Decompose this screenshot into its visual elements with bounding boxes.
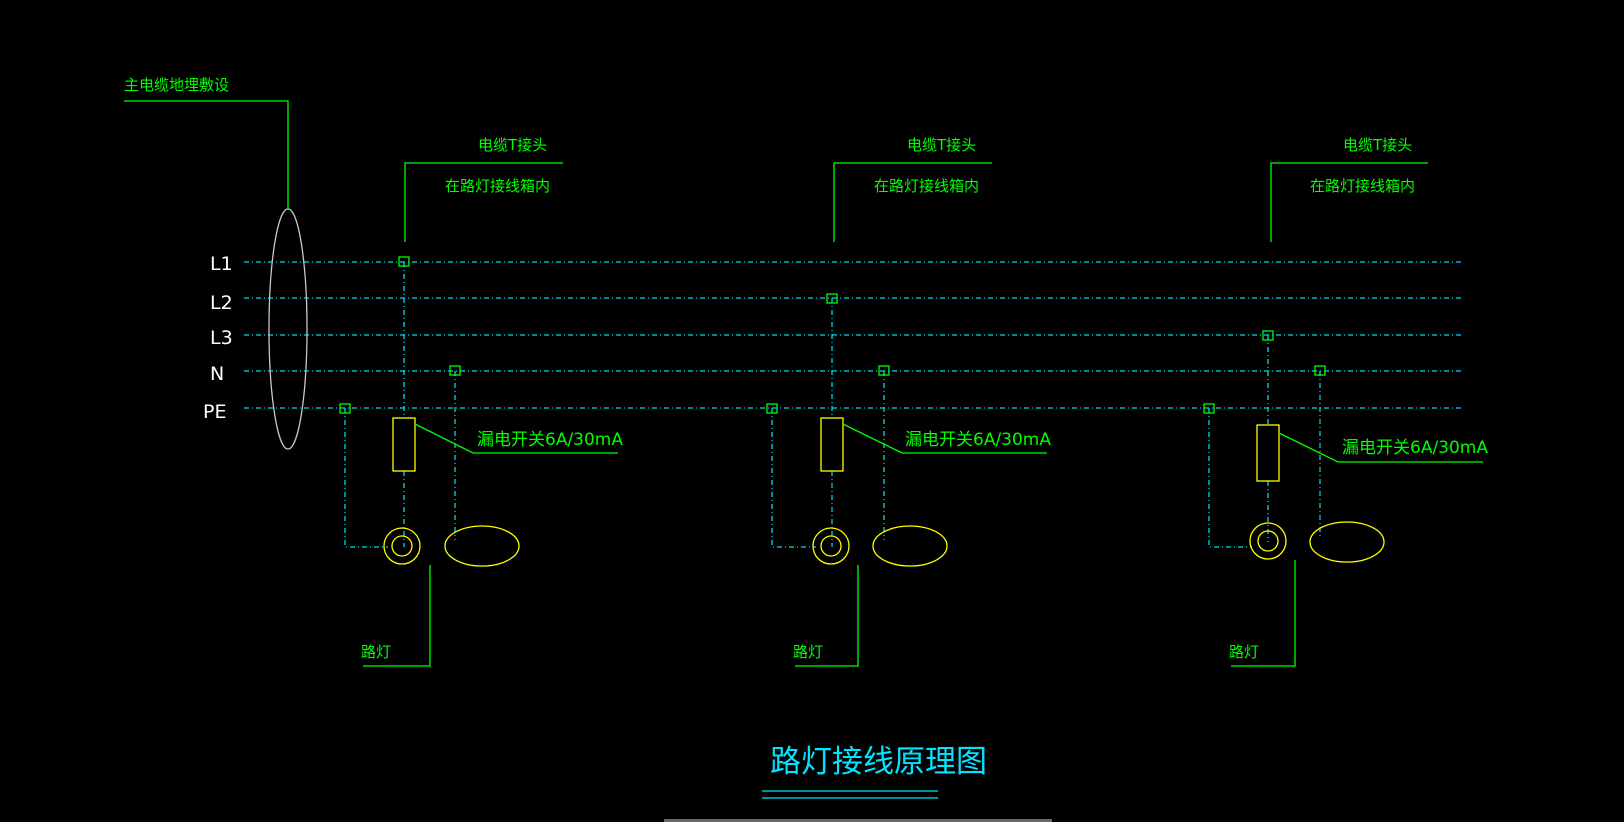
tap-node-neutral <box>449 365 461 376</box>
lamp-pole-outer <box>383 527 421 565</box>
rcd-switch-symbol <box>1256 424 1280 482</box>
switch-label: 漏电开关6A/30mA <box>477 430 623 450</box>
t-joint-leader <box>1270 162 1428 242</box>
bus-label-n: N <box>210 363 224 385</box>
lamp-circuit-3: 电缆T接头 在路灯接线箱内 漏电开关6A/30mA 路灯 <box>1203 136 1488 667</box>
bus-label-l2: L2 <box>210 292 233 314</box>
horizontal-scrollbar[interactable] <box>664 819 1052 822</box>
switch-leader <box>414 423 618 454</box>
lamp-leader <box>1231 560 1296 667</box>
t-joint-leader <box>404 162 563 242</box>
tap-node-neutral <box>878 365 890 376</box>
lamp-leader <box>795 565 859 667</box>
location-label: 在路灯接线箱内 <box>1310 177 1415 195</box>
t-joint-label: 电缆T接头 <box>1343 136 1412 154</box>
lamp-pole-inner <box>820 535 842 557</box>
rcd-switch-symbol <box>820 417 844 472</box>
tap-node-pe <box>339 403 351 414</box>
lamp-head-symbol <box>872 525 948 567</box>
location-label: 在路灯接线箱内 <box>874 177 979 195</box>
lamp-pole-inner <box>1257 530 1279 552</box>
t-joint-leader <box>833 162 992 242</box>
main-cable-label: 主电缆地埋敷设 <box>124 76 229 94</box>
tap-node-pe <box>766 403 778 414</box>
location-label: 在路灯接线箱内 <box>445 177 550 195</box>
lamp-label: 路灯 <box>1229 643 1259 661</box>
main-cable-leader <box>124 100 289 209</box>
t-joint-label: 电缆T接头 <box>907 136 976 154</box>
tap-node-neutral <box>1314 365 1326 376</box>
lamp-pole-outer <box>812 527 850 565</box>
t-joint-label: 电缆T接头 <box>478 136 547 154</box>
tap-node-phase <box>826 293 838 304</box>
lamp-head-symbol <box>444 525 520 567</box>
switch-leader <box>1278 432 1483 463</box>
tap-node-pe <box>1203 403 1215 414</box>
lamp-label: 路灯 <box>361 643 391 661</box>
bus-label-l1: L1 <box>210 253 233 275</box>
bus-label-l3: L3 <box>210 327 233 349</box>
diagram-title: 路灯接线原理图 <box>770 744 987 780</box>
lamp-circuit-1: 电缆T接头 在路灯接线箱内 漏电开关6A/30mA 路灯 <box>339 136 623 667</box>
lamp-circuit-2: 电缆T接头 在路灯接线箱内 漏电开关6A/30mA 路灯 <box>766 136 1051 667</box>
rcd-switch-symbol <box>392 417 416 472</box>
switch-label: 漏电开关6A/30mA <box>905 430 1051 450</box>
bus-label-pe: PE <box>203 401 226 423</box>
switch-label: 漏电开关6A/30mA <box>1342 438 1488 458</box>
lamp-label: 路灯 <box>793 643 823 661</box>
lamp-pole-inner <box>391 535 413 557</box>
tap-node-phase <box>398 256 410 267</box>
lamp-leader <box>363 565 431 667</box>
switch-leader <box>842 423 1047 454</box>
lamp-pole-outer <box>1249 522 1287 560</box>
pe-drop <box>771 408 816 548</box>
tap-node-phase <box>1262 330 1274 341</box>
lamp-head-symbol <box>1309 521 1385 563</box>
